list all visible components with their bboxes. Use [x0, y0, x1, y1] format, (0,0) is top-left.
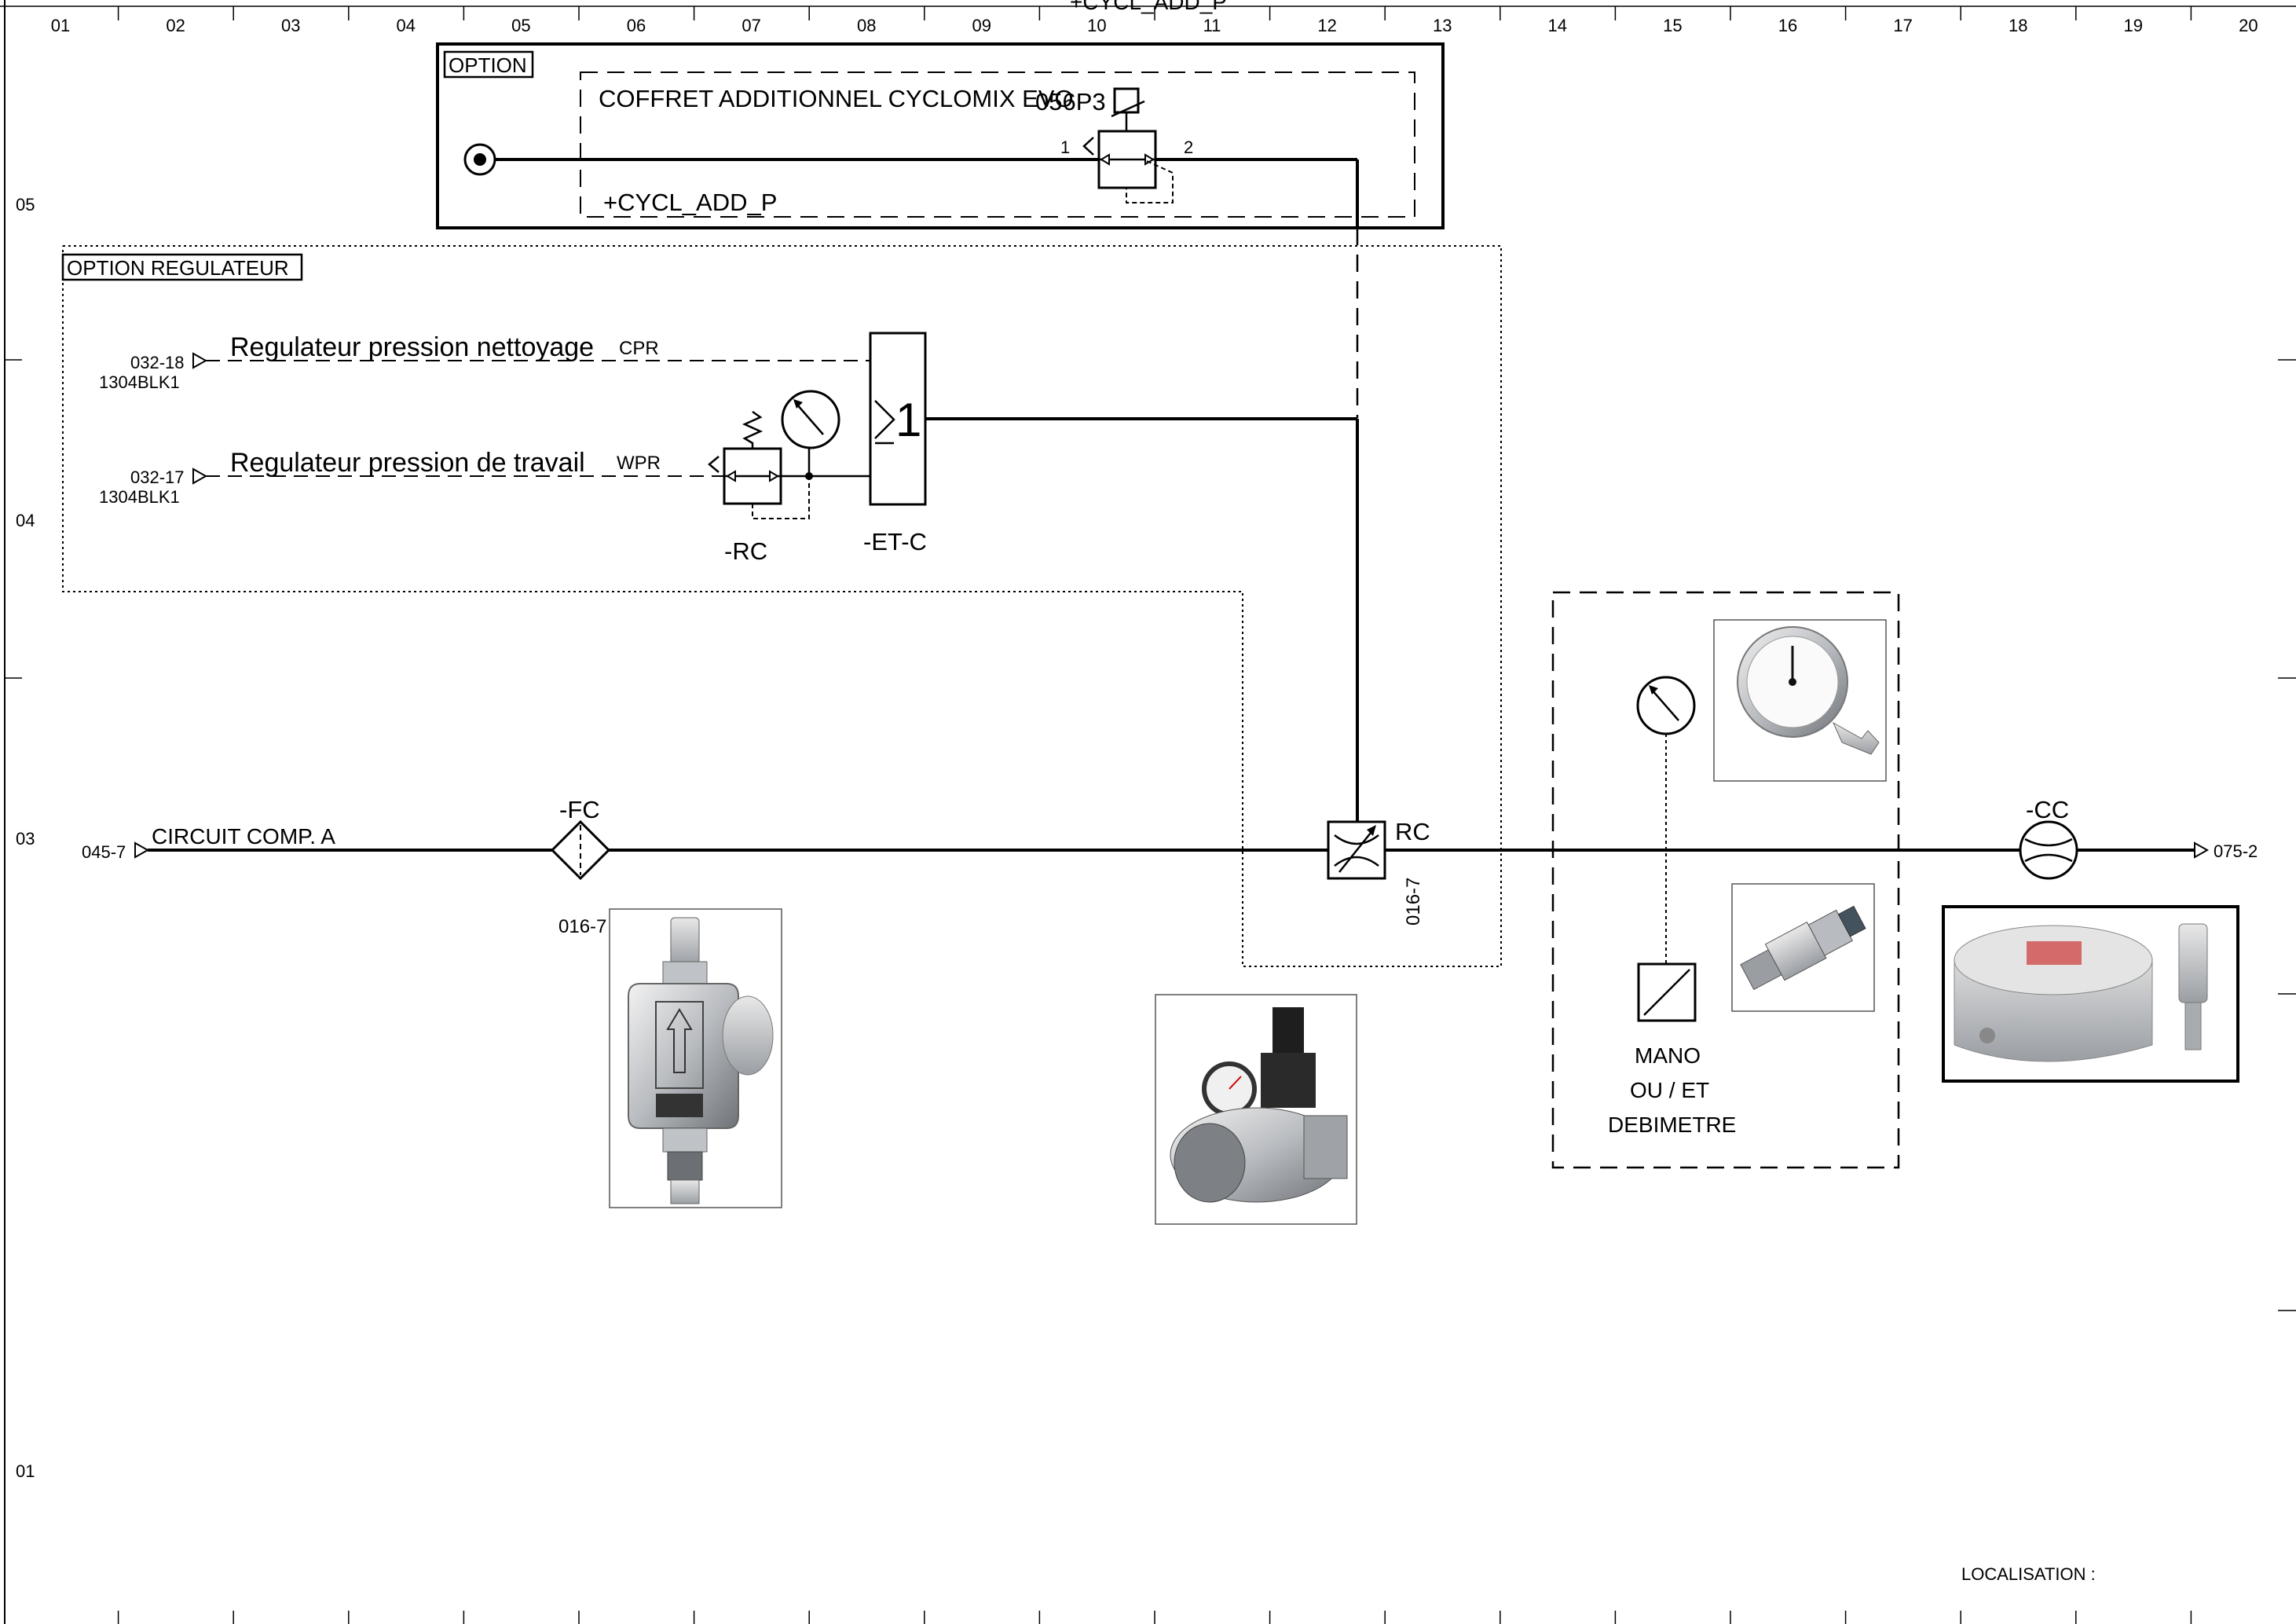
line1-signal: CPR	[619, 338, 659, 359]
pressure-sensor-photo	[1731, 883, 1875, 1012]
option-tag: OPTION	[449, 53, 527, 77]
measure-line3: DEBIMETRE	[1608, 1113, 1736, 1137]
line1-arrow-icon	[192, 352, 208, 369]
line2-signal: WPR	[617, 453, 661, 474]
flow-meter-label: -CC	[2026, 796, 2069, 823]
main-in-arrow-icon	[134, 841, 150, 859]
main-in-ref: 045-7	[82, 842, 126, 862]
line1-code: 1304BLK1	[99, 372, 180, 392]
etc-symbol: 1	[895, 394, 921, 446]
port-2-label: 2	[1184, 137, 1193, 157]
localisation-label: LOCALISATION :	[1961, 1564, 2096, 1584]
flow-regulator-ref: 016-7	[1403, 878, 1424, 926]
flow-regulator-icon	[1327, 820, 1386, 880]
option-box-location: +CYCL_ADD_P	[603, 189, 777, 216]
row-label: 05	[16, 195, 35, 214]
column-label: 16	[1778, 16, 1797, 35]
measurement-box: MANO OU / ET DEBIMETRE	[1551, 591, 1900, 1169]
filter-ref: 016-7	[558, 916, 606, 937]
main-circuit-label: CIRCUIT COMP. A	[152, 824, 335, 849]
main-out-arrow-icon	[2194, 841, 2210, 859]
regulator-option-tag: OPTION REGULATEUR	[67, 256, 289, 280]
regulator-photo	[1155, 994, 1357, 1225]
regulator-option-box: OPTION REGULATEUR 032-18 1304BLK1 Regula…	[61, 245, 1502, 967]
top-location-label: +CYCL_ADD_P	[1070, 0, 1227, 14]
measure-line1: MANO	[1635, 1043, 1701, 1068]
pressure-selector-icon	[869, 332, 927, 506]
column-label: 03	[281, 16, 300, 35]
manometer-photo	[1713, 619, 1887, 782]
option-box: OPTION COFFRET ADDITIONNEL CYCLOMIX EVO …	[436, 42, 1445, 229]
rc-label: -RC	[724, 537, 767, 565]
column-label: 08	[857, 16, 876, 35]
line1-ref: 032-18	[130, 353, 185, 372]
sensor-icon	[1637, 962, 1697, 1022]
line1-label: Regulateur pression nettoyage	[230, 332, 594, 362]
filter-icon	[550, 819, 611, 881]
column-label: 06	[627, 16, 646, 35]
row-ticks	[5, 359, 2296, 1311]
column-label: 10	[1087, 16, 1106, 35]
flow-regulator-label: RC	[1395, 818, 1430, 845]
flow-meter-photo	[1942, 905, 2239, 1083]
column-label: 19	[2124, 16, 2143, 35]
main-circuit-line: 045-7 CIRCUIT COMP. A 075-2 -FC 016-7 RC…	[82, 796, 2258, 937]
manometer-icon	[1636, 676, 1696, 735]
solenoid-valve-icon	[1082, 87, 1174, 203]
column-label: 04	[397, 16, 416, 35]
filter-label: -FC	[559, 796, 600, 823]
pressure-regulator-icon	[708, 410, 810, 519]
column-label: 05	[511, 16, 530, 35]
filter-photo	[609, 908, 782, 1208]
line2-label: Regulateur pression de travail	[230, 448, 585, 478]
column-label: 02	[166, 16, 185, 35]
etc-label: -ET-C	[863, 528, 927, 555]
row-label: 04	[16, 511, 35, 530]
column-label: 14	[1548, 16, 1567, 35]
valve-ref-label: 056P3	[1035, 88, 1106, 115]
row-label: 03	[16, 829, 35, 849]
column-label: 09	[972, 16, 991, 35]
column-label: 13	[1433, 16, 1452, 35]
column-label: 12	[1317, 16, 1336, 35]
column-label: 01	[51, 16, 70, 35]
column-label: 18	[2009, 16, 2027, 35]
port-1-label: 1	[1060, 137, 1070, 157]
main-out-ref: 075-2	[2214, 841, 2258, 861]
column-label: 20	[2239, 16, 2258, 35]
flow-meter-icon	[2019, 820, 2078, 880]
option-box-title: COFFRET ADDITIONNEL CYCLOMIX EVO	[599, 85, 1074, 112]
column-label: 15	[1663, 16, 1682, 35]
pressure-gauge-icon	[781, 390, 840, 449]
row-label: 01	[16, 1461, 35, 1481]
line2-code: 1304BLK1	[99, 487, 180, 507]
bottom-ticks	[117, 1611, 2192, 1624]
measure-line2: OU / ET	[1630, 1078, 1709, 1102]
line2-ref: 032-17	[130, 467, 185, 487]
line2-arrow-icon	[192, 467, 208, 485]
column-label: 17	[1893, 16, 1912, 35]
column-label: 07	[742, 16, 760, 35]
column-labels: 01 02 03 04 05 06 07 08 09 10 11 12 13 14 15 16 17 18 19 20	[51, 16, 2258, 35]
column-ticks	[117, 6, 2192, 20]
column-label: 11	[1203, 16, 1221, 35]
